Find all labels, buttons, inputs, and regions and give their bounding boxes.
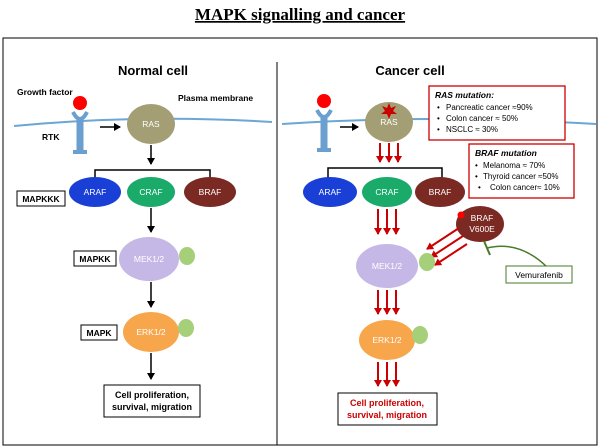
erk-phospho-dot: [178, 319, 194, 337]
cancer-raf-bracket: [327, 167, 443, 180]
outer-frame: [2, 37, 598, 446]
mapkkk-box: [16, 190, 66, 207]
normal-outcome-line2: survival, migration: [112, 402, 192, 412]
braf-mutation-item: Colon cancer≈ 10%: [490, 183, 560, 192]
v600e-mutation-dot-icon: [457, 211, 465, 219]
craf-node: [127, 177, 175, 207]
mek-label: MEK1/2: [134, 254, 165, 264]
cancer-growth-factor-ligand: [317, 94, 331, 108]
cancer-cell-panel: Cancer cell RAS ARAF CRAF BRAF BRAF: [281, 63, 597, 426]
inhibition-bar-icon: [483, 240, 491, 256]
mapkk-box: [73, 250, 117, 267]
vemurafenib-inhibition-line: [486, 245, 549, 269]
braf-mutation-heading: BRAF mutation: [475, 148, 537, 158]
braf-label: BRAF: [199, 187, 222, 197]
braf-node: [184, 177, 236, 207]
cancer-erk-node: [359, 320, 415, 360]
braf-mutation-bullet: •: [475, 161, 478, 170]
cancer-ras-label: RAS: [380, 117, 398, 127]
plasma-membrane-label: Plasma membrane: [178, 93, 253, 103]
cancer-outcome-line2: survival, migration: [347, 410, 427, 420]
cancer-craf-node: [362, 177, 412, 207]
cancer-araf-node: [303, 177, 357, 207]
v600e-to-mek-red-arrows: [426, 227, 468, 266]
craf-label: CRAF: [139, 187, 162, 197]
ras-mutation-item: Colon cancer ≈ 50%: [446, 114, 518, 123]
cancer-craf-label: CRAF: [375, 187, 398, 197]
raf-bracket: [94, 169, 211, 181]
growth-factor-label: Growth factor: [17, 87, 73, 97]
ras-mutation-box: RAS mutation: • Pancreatic cancer ≈90% •…: [428, 85, 566, 141]
cancer-erk-label: ERK1/2: [372, 335, 402, 345]
mek-node: [119, 237, 179, 281]
normal-outcome-box: [103, 384, 201, 418]
ras-node: [127, 104, 175, 144]
cancer-mek-label: MEK1/2: [372, 261, 403, 271]
normal-cell-panel: Normal cell Growth factor Plasma membran…: [13, 63, 273, 418]
cancer-cell-heading: Cancer cell: [375, 63, 444, 78]
raf-to-mek-triple-red-arrows: [374, 209, 400, 235]
ras-mutation-bullet: •: [437, 103, 440, 112]
braf-mutation-bullet: •: [475, 172, 478, 181]
cancer-mek-node: [356, 244, 418, 288]
mapk-label: MAPK: [86, 328, 112, 338]
braf-v600e-node: [456, 206, 504, 242]
erk-node: [123, 312, 179, 352]
braf-mutation-item: Melanoma ≈ 70%: [483, 161, 545, 170]
normal-outcome-line1: Cell proliferation,: [115, 390, 189, 400]
rtk-label: RTK: [42, 132, 60, 142]
mek-to-erk-triple-red-arrows: [374, 290, 400, 315]
ras-mutation-heading: RAS mutation:: [435, 90, 494, 100]
cancer-rtk-receptor: [315, 109, 333, 152]
ras-mutation-bullet: •: [437, 114, 440, 123]
normal-cell-heading: Normal cell: [118, 63, 188, 78]
ras-mutation-item: Pancreatic cancer ≈90%: [446, 103, 533, 112]
mapkk-label: MAPKK: [79, 254, 111, 264]
mek-phospho-dot: [179, 247, 195, 265]
mapkkk-label: MAPKKK: [22, 194, 60, 204]
cancer-braf-label: BRAF: [429, 187, 452, 197]
cancer-outcome-line1: Cell proliferation,: [350, 398, 424, 408]
ras-mutation-bullet: •: [437, 125, 440, 134]
erk-label: ERK1/2: [136, 327, 166, 337]
vemurafenib-label: Vemurafenib: [515, 270, 563, 280]
figure-title: MAPK signalling and cancer: [195, 5, 406, 24]
cancer-araf-label: ARAF: [319, 187, 342, 197]
cancer-ras-node: [365, 102, 413, 142]
ras-mutation-item: NSCLC ≈ 30%: [446, 125, 498, 134]
cancer-erk-phospho-dot: [412, 326, 428, 344]
cancer-outcome-box: [337, 392, 438, 426]
ras-mutation-star-icon: [381, 103, 397, 119]
ras-triple-red-arrows: [376, 143, 402, 163]
araf-label: ARAF: [84, 187, 107, 197]
erk-to-outcome-triple-red-arrows: [374, 362, 400, 387]
cancer-braf-node: [415, 177, 465, 207]
braf-mutation-item: Thyroid cancer ≈50%: [483, 172, 559, 181]
braf-v600e-line1: BRAF: [471, 213, 494, 223]
braf-v600e-line2: V600E: [469, 224, 495, 234]
rtk-receptor: [71, 111, 89, 154]
mapk-box: [80, 324, 118, 341]
araf-node: [69, 177, 121, 207]
braf-mutation-box: BRAF mutation • Melanoma ≈ 70% • Thyroid…: [468, 143, 575, 199]
ras-label: RAS: [142, 119, 160, 129]
braf-mutation-bullet: •: [478, 183, 481, 192]
cancer-mek-phospho-dot: [419, 253, 435, 271]
growth-factor-ligand: [73, 96, 87, 110]
vemurafenib-box: [505, 265, 573, 284]
